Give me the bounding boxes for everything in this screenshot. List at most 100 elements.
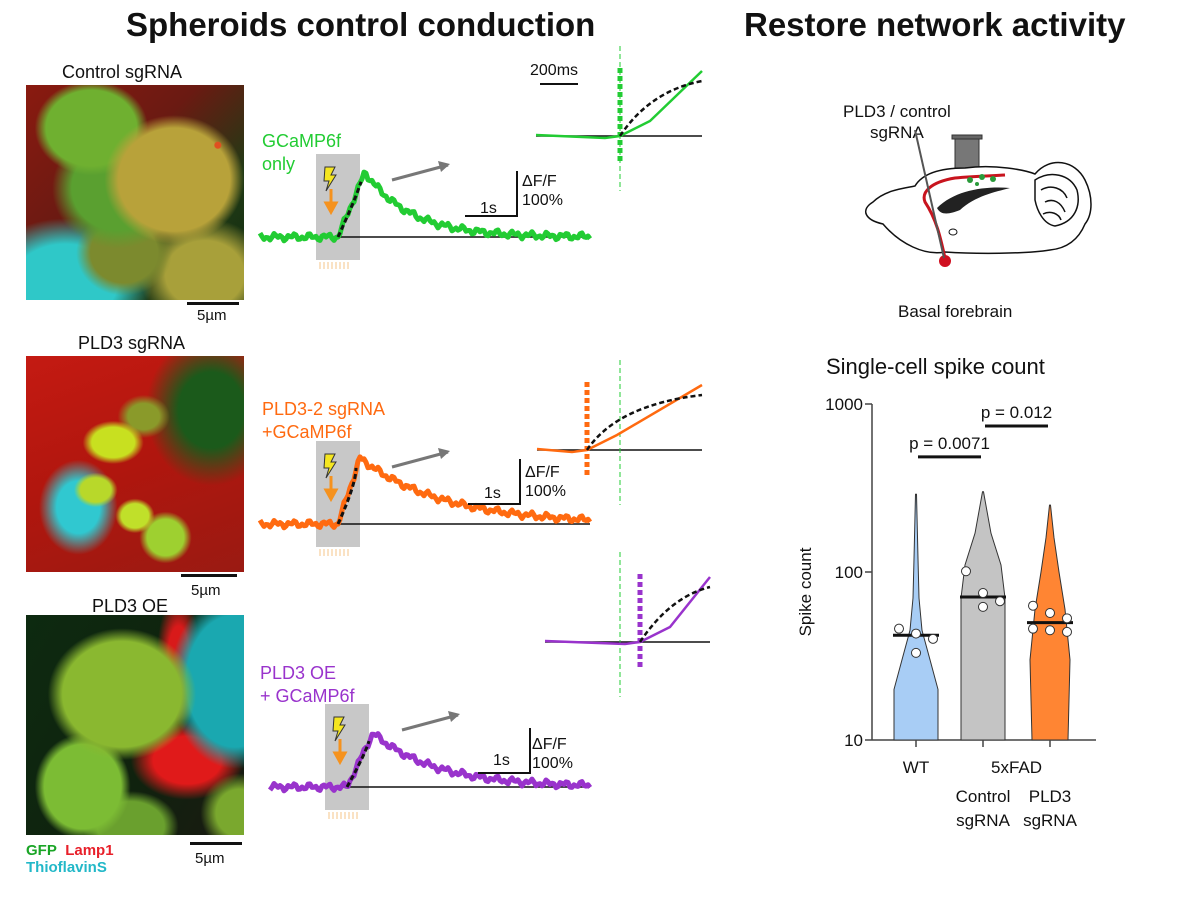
fit-line — [345, 740, 371, 788]
stimulus-arrow-icon — [323, 189, 339, 216]
chart-title: Single-cell spike count — [826, 354, 1045, 379]
zoom-arrow-head — [438, 448, 450, 459]
data-point — [961, 566, 971, 577]
lightning-icon — [323, 453, 337, 479]
zoom-arrow-head — [448, 711, 460, 722]
y-tick-label: 10 — [844, 731, 863, 750]
p-value-label: p = 0.0071 — [909, 434, 990, 453]
inset-fit-line — [638, 585, 711, 643]
data-point — [911, 628, 921, 639]
data-point — [1028, 623, 1038, 634]
data-point — [1028, 600, 1038, 611]
basal-forebrain-site — [939, 255, 951, 267]
trace-label-3-line1: PLD3 OE — [260, 663, 337, 683]
data-point — [1062, 613, 1072, 624]
brain-schematic — [864, 130, 1092, 267]
trace-label-2-line2: +GCaMP6f — [262, 422, 352, 442]
injection-label-line1: PLD3 / control — [843, 102, 951, 121]
scale-bar-label-1: 5µm — [197, 307, 227, 324]
scale-bar-l — [478, 728, 531, 774]
scale-bar-3 — [190, 842, 242, 845]
zoom-arrow-icon — [401, 713, 459, 732]
trace-label-1-line2: only — [262, 154, 296, 174]
data-point — [978, 587, 988, 598]
time-scale-label-1: 1s — [480, 200, 497, 217]
violin-0 — [893, 493, 939, 741]
injection-label-line2: sgRNA — [869, 123, 924, 142]
calcium-trace — [267, 731, 593, 794]
trace-label-1: GCaMP6f only — [262, 130, 341, 176]
amp-label-bottom-1: 100% — [522, 192, 563, 209]
left-section-title: Spheroids control conduction — [126, 6, 596, 43]
data-point — [928, 633, 938, 644]
stimulus-arrow-icon — [323, 476, 339, 503]
legend-thioflavin: ThioflavinS — [26, 859, 107, 876]
trace-label-3: PLD3 OE + GCaMP6f — [260, 662, 355, 708]
zoom-arrow-icon — [391, 163, 449, 182]
injection-pipette-icon — [914, 130, 945, 259]
violin-1 — [960, 491, 1006, 741]
amp-scale-label-2: ΔF/F 100% — [525, 463, 566, 501]
data-point — [1045, 625, 1055, 636]
p-value-label: p = 0.012 — [981, 403, 1052, 422]
fit-line — [336, 181, 363, 238]
trace-label-2: PLD3-2 sgRNA +GCaMP6f — [262, 398, 385, 444]
amp-label-bottom-3: 100% — [532, 755, 573, 772]
microscopy-image-pld3-oe — [26, 615, 244, 835]
inset-trace — [544, 576, 711, 646]
x-tick-label: sgRNA — [956, 811, 1011, 830]
fit-line — [336, 467, 358, 525]
hippocampus-shape — [937, 187, 1010, 214]
stimulus-arrow-icon — [332, 739, 348, 766]
data-point — [1045, 608, 1055, 619]
labeled-axons — [967, 174, 996, 186]
image-label-control: Control sgRNA — [62, 62, 183, 82]
data-point — [1062, 626, 1072, 637]
lightning-icon — [323, 166, 337, 192]
scale-bar-1 — [187, 302, 239, 305]
right-section-title: Restore network activity — [744, 6, 1126, 43]
zoom-arrow-head — [438, 161, 450, 172]
y-axis-label: Spike count — [796, 547, 815, 636]
data-point — [995, 596, 1005, 607]
x-tick-label: PLD3 — [1029, 787, 1072, 806]
trace-label-1-line1: GCaMP6f — [262, 131, 342, 151]
amp-label-top-2: ΔF/F — [525, 464, 560, 481]
calcium-trace — [257, 454, 593, 531]
trace-label-3-line2: + GCaMP6f — [260, 686, 355, 706]
schematic-injection-label: PLD3 / control sgRNA — [843, 101, 951, 143]
scale-bar-label-2: 5µm — [191, 582, 221, 599]
legend-gfp: GFP — [26, 842, 57, 859]
calcium-trace — [257, 169, 593, 244]
inset-time-scale-label: 200ms — [530, 62, 579, 79]
time-scale-label-2: 1s — [484, 485, 501, 502]
x-tick-label: WT — [903, 758, 929, 777]
amp-scale-label-1: ΔF/F 100% — [522, 172, 563, 210]
group-header-label: 5xFAD — [991, 758, 1042, 777]
amp-label-top-1: ΔF/F — [522, 173, 557, 190]
channel-legend: GFP Lamp1 ThioflavinS — [26, 842, 114, 876]
data-point — [894, 623, 904, 634]
schematic-region-label: Basal forebrain — [898, 302, 1013, 321]
scale-bar-l — [465, 171, 518, 217]
zoom-arrow-icon — [391, 450, 449, 469]
inset-fit-line — [618, 79, 703, 137]
amp-scale-label-3: ΔF/F 100% — [532, 735, 573, 773]
legend-lamp1: Lamp1 — [65, 842, 114, 859]
inset-fit-line — [585, 393, 703, 451]
image-label-pld3-sgrna: PLD3 sgRNA — [78, 333, 186, 353]
stimulus-window — [316, 441, 360, 547]
data-point — [978, 601, 988, 612]
image-label-pld3-oe: PLD3 OE — [92, 596, 169, 616]
data-point — [911, 647, 921, 658]
amp-label-bottom-2: 100% — [525, 483, 566, 500]
y-tick-label: 100 — [835, 563, 863, 582]
microscopy-image-pld3-sgrna — [26, 356, 244, 572]
x-tick-label: Control — [956, 787, 1011, 806]
x-tick-label: sgRNA — [1023, 811, 1078, 830]
lightning-icon — [332, 716, 346, 742]
microscopy-image-control-sgrna — [26, 85, 244, 300]
amp-label-top-3: ΔF/F — [532, 736, 567, 753]
